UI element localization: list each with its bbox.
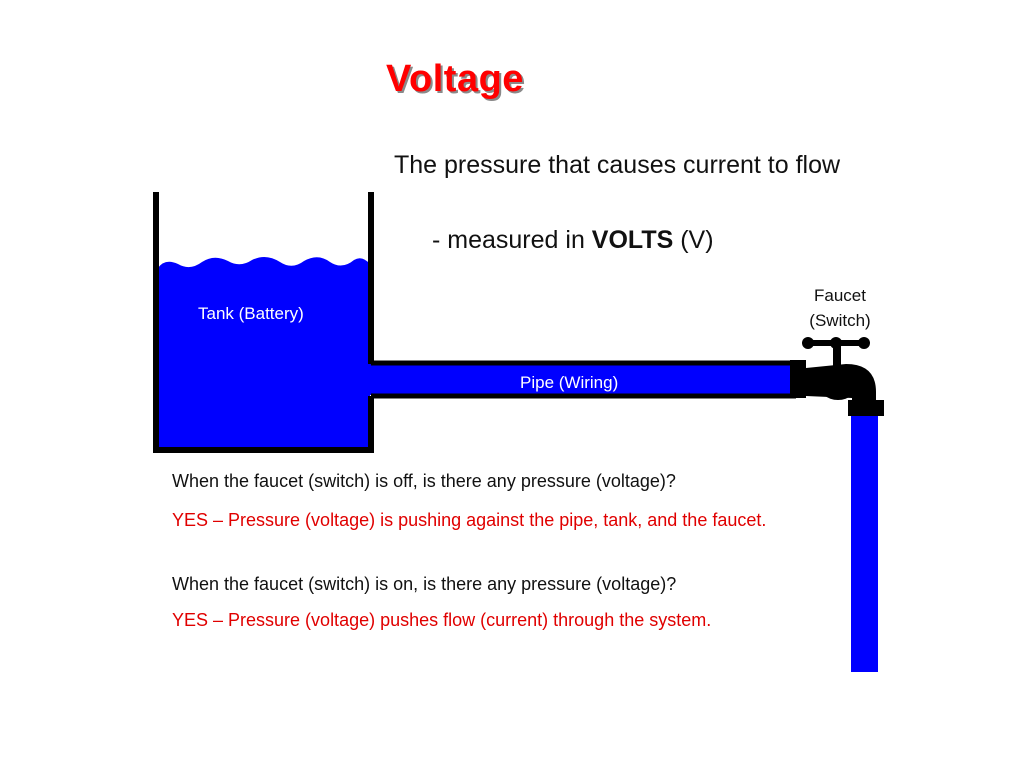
question-1: When the faucet (switch) is off, is ther… [172,471,676,491]
tank-label: Tank (Battery) [198,304,304,323]
slide-title: Voltage [386,58,524,100]
measured-in-line: - measured in VOLTS (V) [432,226,714,255]
tank-outline [153,192,374,453]
measured-prefix: - measured in [432,226,592,254]
water-stream [851,412,878,672]
question-2: When the faucet (switch) is on, is there… [172,574,677,594]
measured-suffix: (V) [673,226,714,254]
pipe-label: Pipe (Wiring) [520,373,619,392]
tank-water [158,256,370,447]
faucet-icon [790,337,884,416]
answer-2: YES – Pressure (voltage) pushes flow (cu… [172,610,712,630]
answer-1: YES – Pressure (voltage) is pushing agai… [172,510,767,530]
definition-text: The pressure that causes current to flow [394,151,841,179]
unit-word: VOLTS [591,226,674,254]
pipe-water [370,364,794,395]
faucet-label-line1: Faucet [814,286,866,305]
faucet-label-line2: (Switch) [809,311,871,330]
faucet-label: Faucet (Switch) [790,283,890,333]
